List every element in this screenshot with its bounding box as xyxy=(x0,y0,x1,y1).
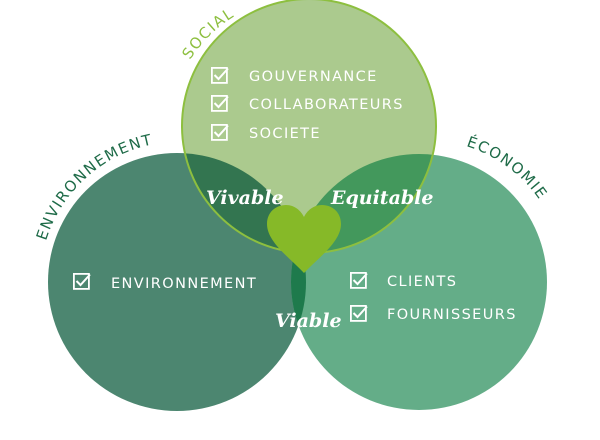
svg-text:FOURNISSEURS: FOURNISSEURS xyxy=(387,307,517,323)
svg-text:CLIENTS: CLIENTS xyxy=(387,274,457,290)
svg-text:ENVIRONNEMENT: ENVIRONNEMENT xyxy=(111,276,257,292)
intersection-vivable xyxy=(182,153,306,253)
svg-text:SOCIETE: SOCIETE xyxy=(249,126,321,142)
label-vivable: Vivable xyxy=(206,187,284,209)
economie-item: CLIENTS xyxy=(349,271,457,290)
svg-text:COLLABORATEURS: COLLABORATEURS xyxy=(249,97,404,113)
heart-icon xyxy=(267,205,341,273)
label-equitable: Equitable xyxy=(330,187,433,209)
intersection-equitable xyxy=(291,154,436,253)
social-item: COLLABORATEURS xyxy=(210,94,404,113)
social-item: GOUVERNANCE xyxy=(210,66,378,85)
environnement-item: ENVIRONNEMENT xyxy=(72,272,257,292)
svg-text:GOUVERNANCE: GOUVERNANCE xyxy=(249,69,378,85)
social-item: SOCIETE xyxy=(210,123,321,142)
economie-item: FOURNISSEURS xyxy=(349,304,517,323)
label-viable: Viable xyxy=(275,310,342,332)
